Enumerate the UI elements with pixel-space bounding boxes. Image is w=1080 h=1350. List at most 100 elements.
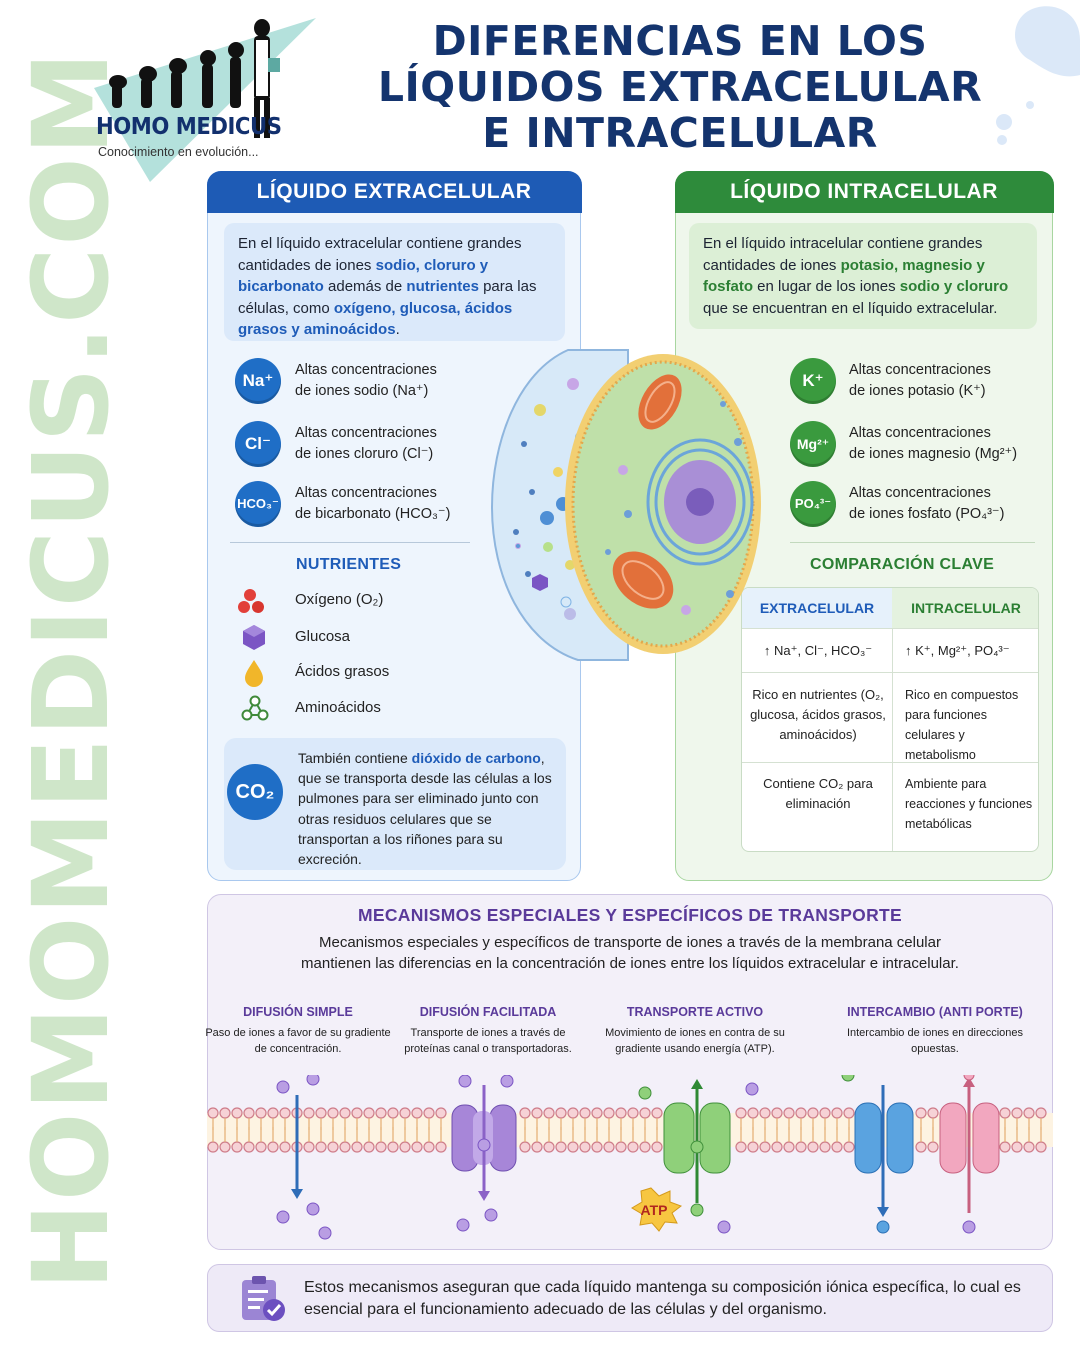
bicarbonate-badge: HCO₃⁻ [235,481,281,527]
lipid-head [327,1107,339,1119]
lipid-head [519,1107,531,1119]
logo-tagline: Conocimiento en evolución... [98,145,259,159]
table-divider [892,628,893,851]
fatty-acid-drop-icon [245,660,263,687]
lipid-head [255,1141,267,1153]
nutrient-label: Aminoácidos [295,699,381,716]
table-divider [742,628,1038,629]
lipid-head [1035,1141,1047,1153]
lipid-head [843,1107,855,1119]
lipid-head [543,1141,555,1153]
lipid-head [207,1141,219,1153]
nutrients-header: NUTRIENTES [296,556,402,573]
lipid-head [1011,1141,1023,1153]
lipid-head [303,1141,315,1153]
lipid-head [807,1107,819,1119]
cell-illustration [490,349,761,661]
lipid-head [375,1107,387,1119]
lipid-head [915,1141,927,1153]
clipboard-check-icon [242,1276,285,1321]
lipid-head [735,1141,747,1153]
lipid-head [579,1141,591,1153]
mechanism-title: INTERCAMBIO (ANTI PORTE) [847,1005,1023,1019]
comparison-col-extracellular: EXTRACELULAR [742,588,892,628]
lipid-head [759,1107,771,1119]
nutrient-fatty-acids: Ácidos grasos [236,658,536,688]
comparison-cell: Ambiente para reacciones y funciones met… [905,777,1033,831]
nutrient-label: Ácidos grasos [295,663,390,680]
extracellular-intro: En el líquido extracelular contiene gran… [224,223,565,341]
lipid-head [387,1141,399,1153]
summary-note: Estos mecanismos aseguran que cada líqui… [207,1264,1053,1332]
mechanism-simple-diffusion: DIFUSIÓN SIMPLE Paso de iones a favor de… [203,1005,393,1057]
lipid-head [615,1107,627,1119]
lipid-head [315,1141,327,1153]
mechanism-title: DIFUSIÓN FACILITADA [419,1005,557,1019]
ion-line: Altas concentraciones [295,362,437,378]
lipid-head [255,1107,267,1119]
lipid-head [627,1107,639,1119]
lipid-head [603,1107,615,1119]
intro-highlight: sodio y cloruro [899,278,1009,295]
intracellular-intro: En el líquido intracelular contiene gran… [689,223,1037,329]
intro-highlight: nutrientes [406,278,479,295]
mechanism-facilitated-diffusion: DIFUSIÓN FACILITADA Transporte de iones … [393,1005,583,1057]
summary-text: Estos mecanismos aseguran que cada líqui… [304,1279,1021,1318]
membrane-diagram: ATP [207,1075,1053,1240]
lipid-head [411,1107,423,1119]
transport-title: MECANISMOS ESPECIALES Y ESPECÍFICOS DE T… [357,905,902,925]
lipid-head [315,1107,327,1119]
lipid-head [783,1107,795,1119]
lipid-head [435,1107,447,1119]
co2-text: También contiene [298,750,412,766]
ion-line: de iones sodio (Na⁺) [295,383,429,399]
ion-line: Altas concentraciones [295,425,437,441]
comparison-col-intracellular: INTRACELULAR [892,588,1038,628]
section-divider [790,542,1035,543]
ion-line: de iones magnesio (Mg²⁺) [849,446,1018,462]
lipid-head [579,1107,591,1119]
homo-medicus-logo: HOMO MEDICUS Conocimiento en evolución..… [90,14,330,184]
lipid-head [243,1141,255,1153]
intro-text: para las células, como [238,278,537,317]
lipid-head [555,1141,567,1153]
lipid-head [915,1107,927,1119]
comparison-cell: Rico en compuestos para funciones celula… [905,688,1019,762]
intro-text: además de [323,278,407,295]
lipid-bilayer [207,1107,1047,1153]
lipid-head [759,1141,771,1153]
nutrient-label: Oxígeno (O₂) [295,591,384,608]
transport-proteins [451,1102,1000,1174]
lipid-head [243,1107,255,1119]
ion-particles [276,1075,976,1240]
lipid-head [339,1107,351,1119]
lipid-head [219,1107,231,1119]
lipid-head [831,1107,843,1119]
lipid-head [279,1107,291,1119]
lipid-head [567,1107,579,1119]
lipid-head [747,1141,759,1153]
mechanism-antiport: INTERCAMBIO (ANTI PORTE) Intercambio de … [835,1005,1035,1057]
lipid-head [651,1107,663,1119]
lipid-head [543,1107,555,1119]
lipid-head [627,1141,639,1153]
table-divider [742,672,1038,673]
lipid-head [771,1107,783,1119]
mechanism-description: Movimiento de iones en contra de su grad… [605,1027,785,1055]
lipid-head [735,1107,747,1119]
intro-highlight: oxígeno, glucosa, ácidos grasos y aminoá… [238,299,513,339]
page-title: DIFERENCIAS EN LOS LÍQUIDOS EXTRACELULAR… [330,18,1030,156]
lipid-head [207,1107,219,1119]
lipid-head [783,1141,795,1153]
ion-line: Altas concentraciones [295,485,437,501]
phosphate-badge: PO₄³⁻ [790,481,836,527]
lipid-head [279,1141,291,1153]
ion-line: de bicarbonato (HCO₃⁻) [295,506,451,522]
lipid-head [399,1107,411,1119]
comparison-cell: ↑ K⁺, Mg²⁺, PO₄³⁻ [905,643,1010,658]
comparison-cell: Rico en nutrientes (O₂, glucosa, ácidos … [750,687,886,742]
mechanism-description: Intercambio de iones en direcciones opue… [846,1027,1024,1055]
mechanism-description: Transporte de iones a través de proteína… [404,1027,572,1055]
intro-highlight: sodio, cloruro y bicarbonato [238,256,489,296]
